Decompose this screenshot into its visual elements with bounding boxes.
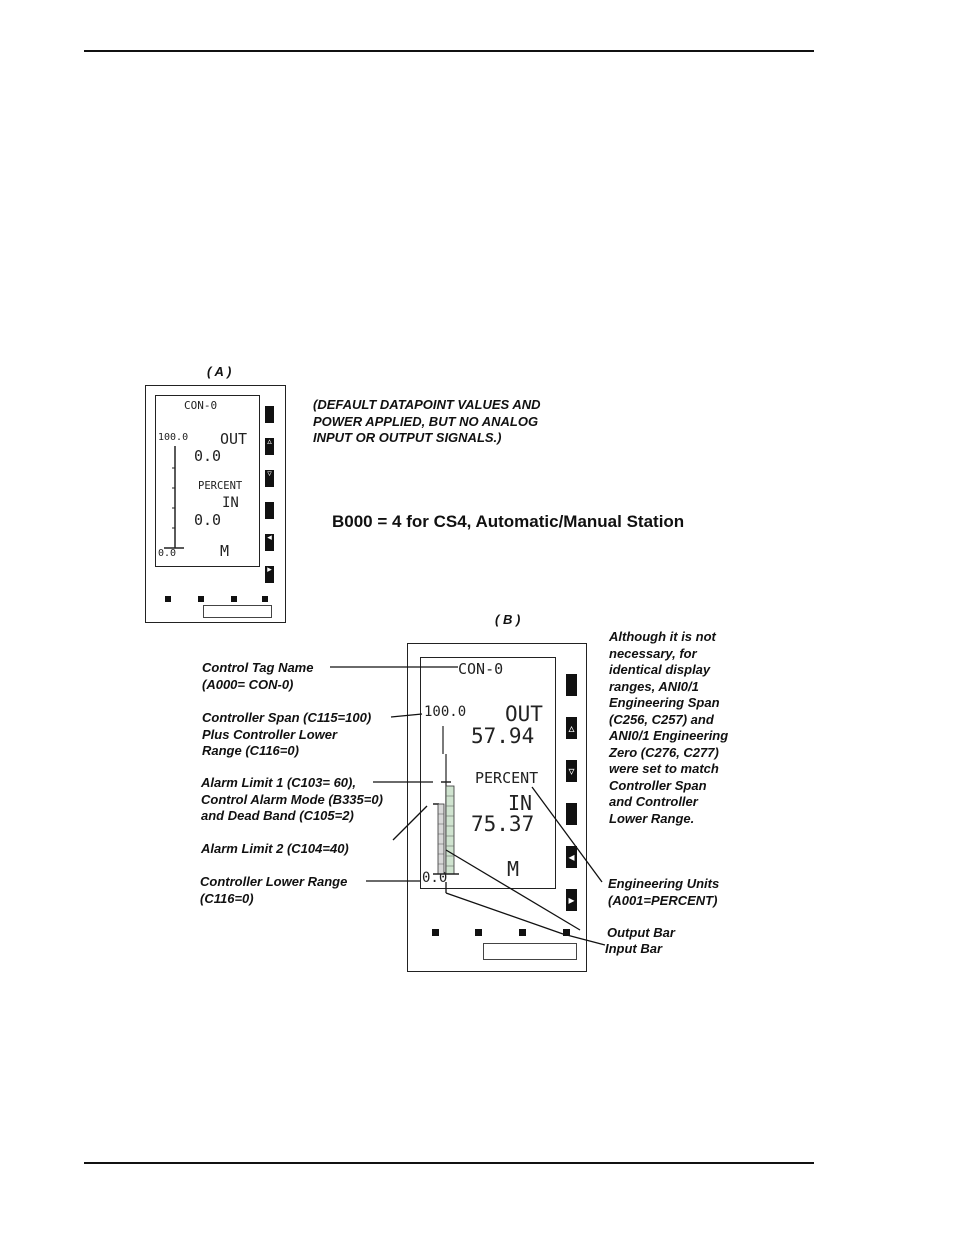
figure-a-panel: CON-0 100.0 OUT 0.0 PERCENT IN 0.0 0.0 M… — [145, 385, 286, 623]
side-key-1[interactable] — [265, 406, 274, 423]
out-value: 0.0 — [194, 447, 222, 465]
down-arrow-icon[interactable]: ▿ — [566, 760, 577, 782]
callout-lower-range: Controller Lower Range(C116=0) — [200, 874, 348, 906]
callout-engineering-units: Engineering Units(A001=PERCENT) — [608, 876, 720, 908]
bottom-key-3[interactable] — [231, 596, 237, 602]
tag-name-display: CON-0 — [184, 399, 218, 412]
in-label: IN — [508, 791, 533, 815]
out-label: OUT — [505, 702, 543, 726]
side-key-4[interactable] — [265, 502, 274, 519]
callout-tag-name: Control Tag Name(A000= CON-0) — [202, 660, 314, 692]
figure-b-panel: CON-0 100.0 OUT 57.94 PERCENT IN 75.37 0… — [407, 643, 587, 972]
figure-a-bar-scale — [164, 446, 184, 549]
tag-name-display: CON-0 — [458, 660, 504, 678]
in-label: IN — [222, 495, 239, 511]
figure-b-bars — [433, 726, 459, 875]
bottom-key-4[interactable] — [262, 596, 268, 602]
figure-b-label: ( B ) — [495, 612, 521, 627]
up-arrow-icon[interactable]: ▵ — [566, 717, 577, 739]
right-arrow-icon[interactable]: ▸ — [566, 889, 577, 911]
left-arrow-icon[interactable]: ◂ — [265, 534, 274, 551]
side-key-4[interactable] — [566, 803, 577, 825]
bottom-rule — [84, 1162, 814, 1164]
figure-a-label: ( A ) — [207, 364, 232, 379]
in-value: 75.37 — [471, 812, 535, 836]
mode-display: M — [220, 542, 230, 560]
figure-a-screen: CON-0 100.0 OUT 0.0 PERCENT IN 0.0 0.0 M — [155, 395, 260, 567]
span-display: 100.0 — [158, 432, 189, 443]
right-arrow-icon[interactable]: ▸ — [265, 566, 274, 583]
bottom-key-4[interactable] — [563, 929, 570, 936]
b000-caption: B000 = 4 for CS4, Automatic/Manual Stati… — [332, 512, 685, 531]
out-value: 57.94 — [471, 724, 535, 748]
bottom-key-2[interactable] — [198, 596, 204, 602]
callout-controller-span: Controller Span (C115=100)Plus Controlle… — [202, 710, 372, 758]
side-key-1[interactable] — [566, 674, 577, 696]
callout-alarm-limit-1: Alarm Limit 1 (C103= 60),Control Alarm M… — [201, 775, 383, 823]
top-rule — [84, 50, 814, 52]
bottom-key-3[interactable] — [519, 929, 526, 936]
bottom-key-1[interactable] — [432, 929, 439, 936]
mode-display: M — [507, 857, 520, 881]
engineering-units-display: PERCENT — [475, 769, 539, 787]
callout-input-bar: Input Bar — [605, 941, 663, 956]
bottom-key-2[interactable] — [475, 929, 482, 936]
span-display: 100.0 — [424, 704, 467, 720]
callout-output-bar: Output Bar — [607, 925, 675, 940]
lower-range-display: 0.0 — [158, 548, 177, 559]
figure-a-note: (DEFAULT DATAPOINT VALUES AND POWER APPL… — [313, 397, 541, 445]
callout-alarm-limit-2: Alarm Limit 2 (C104=40) — [201, 841, 349, 856]
left-arrow-icon[interactable]: ◂ — [566, 846, 577, 868]
out-label: OUT — [220, 430, 248, 448]
down-arrow-icon[interactable]: ▿ — [265, 470, 274, 487]
up-arrow-icon[interactable]: ▵ — [265, 438, 274, 455]
in-value: 0.0 — [194, 511, 222, 529]
bottom-key-1[interactable] — [165, 596, 171, 602]
label-slot — [483, 943, 577, 960]
figure-b-screen: CON-0 100.0 OUT 57.94 PERCENT IN 75.37 0… — [420, 657, 556, 889]
engineering-units-display: PERCENT — [198, 480, 243, 492]
label-slot — [203, 605, 272, 618]
